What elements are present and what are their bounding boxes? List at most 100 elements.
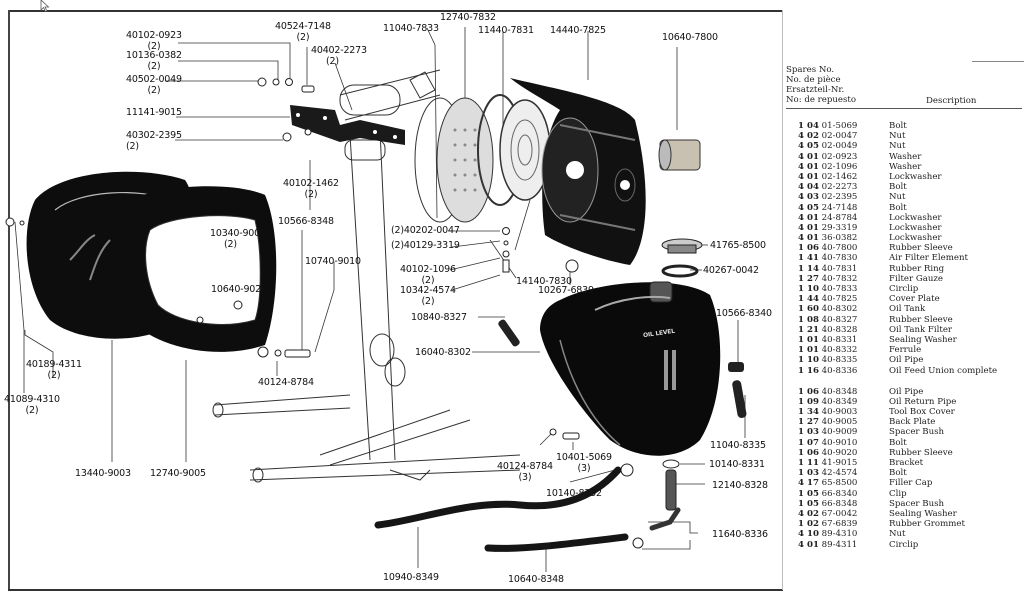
part-description: Sealing Washer xyxy=(889,334,957,345)
diagram-artwork xyxy=(5,27,747,572)
part-description: Clip xyxy=(889,488,907,499)
spares-number: 4 05 24-7148 xyxy=(786,203,889,213)
spares-suffix: 40-7830 xyxy=(821,253,858,264)
mouse-cursor-icon xyxy=(40,0,50,12)
spares-number: 4 03 02-2395 xyxy=(786,192,889,202)
part-description: Bolt xyxy=(889,437,907,448)
spares-number: 1 14 40-7831 xyxy=(786,264,889,274)
spares-number: 1 41 40-7830 xyxy=(786,253,889,263)
part-description: Bolt xyxy=(889,182,907,193)
part-description: Oil Pipe xyxy=(889,386,924,397)
air-filter-assembly xyxy=(414,94,551,223)
part-description: Ferrule xyxy=(889,345,922,356)
oil-return-pipe-part xyxy=(374,466,622,529)
spares-prefix: 1 34 xyxy=(798,407,819,418)
spares-number: 4 17 65-8500 xyxy=(786,478,889,488)
callout-label: 16040-8302 xyxy=(415,347,471,358)
spares-number: 1 04 01-5069 xyxy=(786,121,889,131)
part-description: Rubber Sleeve xyxy=(889,243,953,254)
part-description: Filter Gauze xyxy=(889,273,943,284)
part-description: Washer xyxy=(889,161,922,172)
spares-number: 1 27 40-7832 xyxy=(786,274,889,284)
callout-label: 10840-8327 xyxy=(411,312,467,323)
callout-label: 11141-9015 xyxy=(126,107,182,118)
frame-border-top xyxy=(8,10,783,12)
callout-label: 10136-0382(2) xyxy=(126,50,182,72)
spares-number: 1 06 40-8348 xyxy=(786,387,889,397)
part-description: Bracket xyxy=(889,458,924,468)
callout-label: 40267-0042 xyxy=(703,265,759,276)
spares-prefix: 4 02 xyxy=(798,131,819,142)
exploded-parts-diagram: 40102-0923(2) 10136-0382(2) 40502-0049(2… xyxy=(4,0,783,591)
part-description: Back Plate xyxy=(889,417,936,428)
spares-suffix: 02-0047 xyxy=(821,131,858,142)
spares-number: 1 05 66-8348 xyxy=(786,499,889,509)
part-description: Rubber Ring xyxy=(889,263,945,274)
spares-number: 4 04 02-2273 xyxy=(786,182,889,192)
cover-plate-part xyxy=(510,78,646,265)
spares-suffix: 40-9009 xyxy=(821,427,858,438)
spares-number: 4 01 36-0382 xyxy=(786,233,889,243)
spares-prefix: 1 05 xyxy=(798,488,819,499)
spares-prefix: 1 05 xyxy=(798,498,819,509)
spares-suffix: 40-7832 xyxy=(821,273,858,284)
spares-suffix: 02-1096 xyxy=(821,161,858,172)
spares-suffix: 29-3319 xyxy=(821,222,858,233)
spares-prefix: 1 41 xyxy=(798,253,819,264)
spares-number: 4 05 02-0049 xyxy=(786,141,889,151)
callout-label: 10640-9020 xyxy=(211,284,267,295)
part-description: Nut xyxy=(889,141,906,152)
spares-number: 4 01 02-0923 xyxy=(786,152,889,162)
part-description: Circlip xyxy=(889,539,919,550)
spares-suffix: 02-0049 xyxy=(821,141,858,152)
callout-label: 10566-8348 xyxy=(278,216,334,227)
spares-suffix: 40-9005 xyxy=(821,417,858,428)
frame-border-left xyxy=(8,10,10,590)
spares-prefix: 1 03 xyxy=(798,427,819,438)
spares-suffix: 01-5069 xyxy=(821,121,858,131)
spares-prefix: 4 01 xyxy=(798,233,819,244)
callout-label: 14440-7825 xyxy=(550,25,606,36)
callout-label: 40524-7148(2) xyxy=(275,21,331,43)
spares-prefix: 1 02 xyxy=(798,519,819,530)
spares-number: 1 08 40-8327 xyxy=(786,315,889,325)
callout-label: 10140-8332 xyxy=(546,488,602,499)
spares-prefix: 1 27 xyxy=(798,417,819,428)
spares-prefix: 4 05 xyxy=(798,141,819,152)
spares-suffix: 40-8327 xyxy=(821,314,858,325)
back-plate-part xyxy=(112,186,277,352)
spares-suffix: 40-8336 xyxy=(821,365,858,376)
part-description: Oil Return Pipe xyxy=(889,396,957,407)
callout-label: 13440-9003 xyxy=(75,468,131,479)
spares-prefix: 1 10 xyxy=(798,355,819,366)
callout-label: 10401-5069(3) xyxy=(556,452,612,474)
oil-pipe-right xyxy=(728,362,747,418)
spares-prefix: 1 60 xyxy=(798,304,819,315)
spares-suffix: 02-2395 xyxy=(821,192,858,203)
part-description: Rubber Grommet xyxy=(889,519,965,530)
spares-suffix: 65-8500 xyxy=(821,478,858,489)
spares-suffix: 40-7825 xyxy=(821,294,858,305)
rubber-sleeve-part xyxy=(658,139,701,171)
spares-number: 1 01 40-8332 xyxy=(786,345,889,355)
spares-prefix: 1 04 xyxy=(798,121,819,131)
spares-suffix: 40-8332 xyxy=(821,345,858,356)
parts-list-header: Spares No. No. de pièce Ersatzteil-Nr. N… xyxy=(786,60,1024,106)
callout-label: 11440-7831 xyxy=(478,25,534,36)
spares-number: 1 34 40-9003 xyxy=(786,407,889,417)
